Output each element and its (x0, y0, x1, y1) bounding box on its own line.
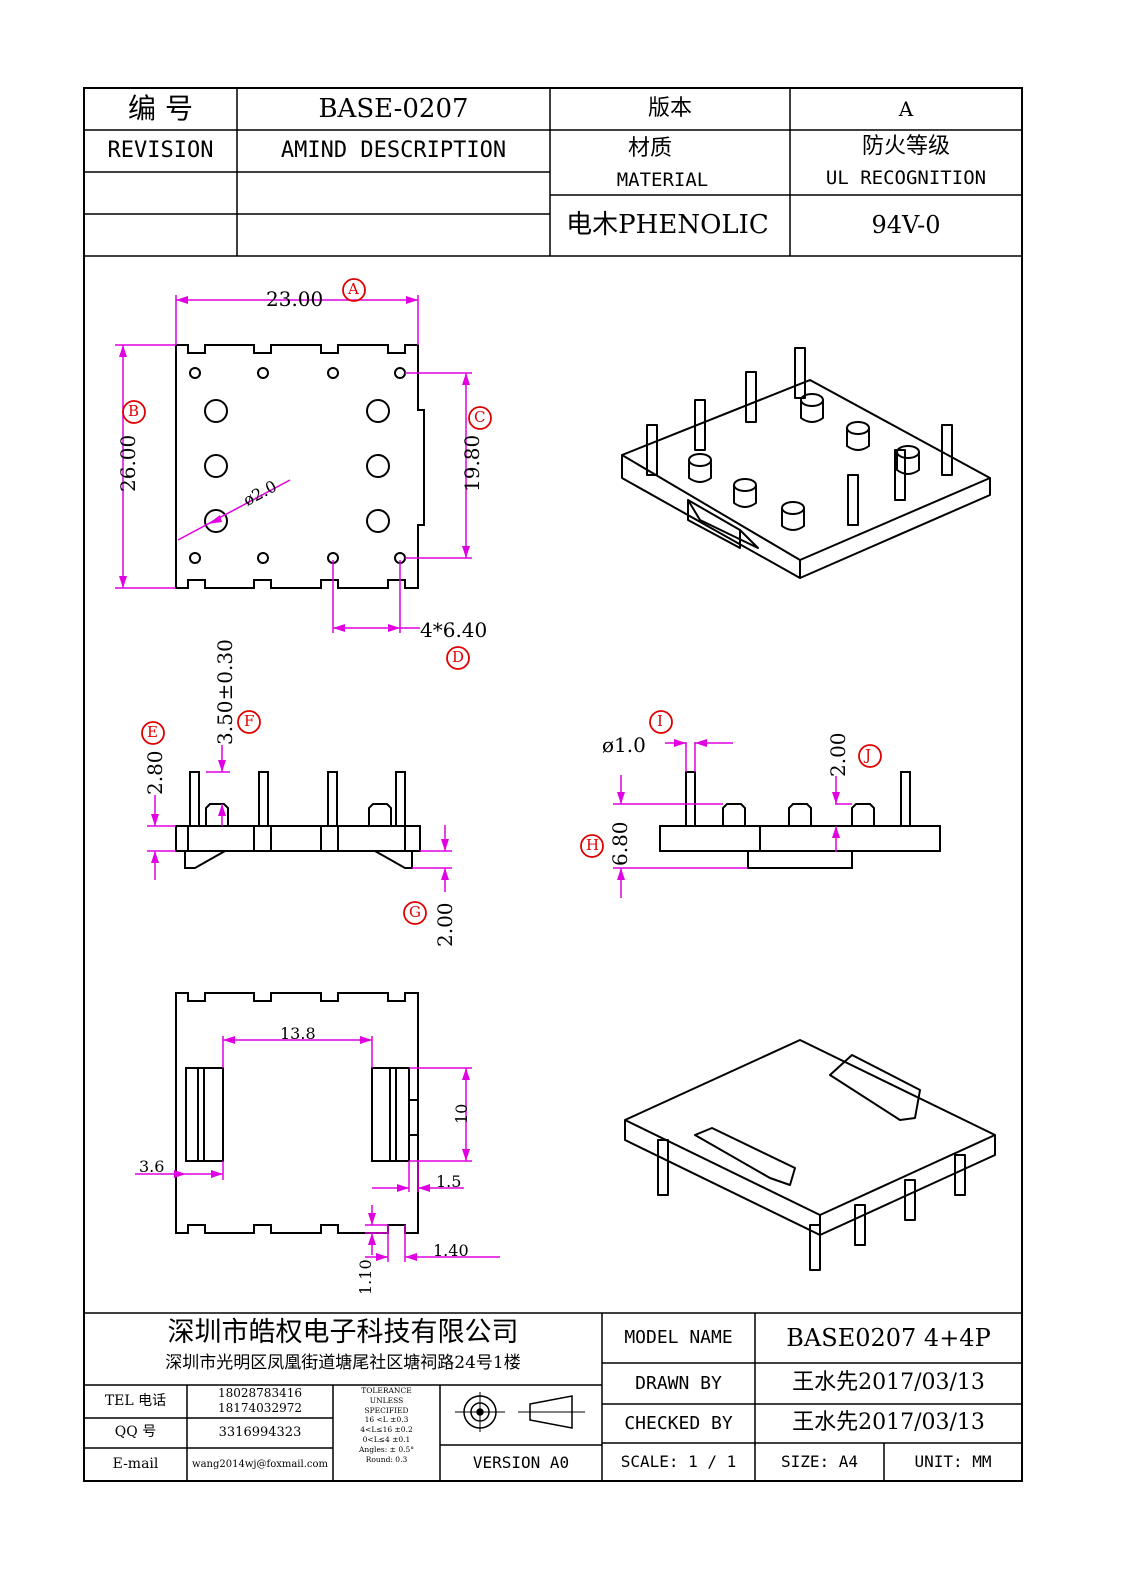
marker-i: I (657, 712, 663, 730)
bottom-view-arrows (174, 1036, 470, 1261)
checked-value: 王水先2017/03/13 (792, 1410, 985, 1436)
top-view-dimensions (115, 295, 472, 633)
marker-e: E (147, 723, 158, 741)
amind-description-label: AMIND DESCRIPTION (280, 137, 507, 163)
version-block: VERSION A0 (472, 1453, 570, 1473)
size-label: SIZE: A4 (780, 1452, 859, 1472)
number-label: 编 号 (128, 91, 193, 125)
tolerance-line-2: SPECIFIED (364, 1405, 409, 1415)
dim-bottom-notch-h: 1.10 (356, 1259, 375, 1295)
company-name: 深圳市皓权电子科技有限公司 (167, 1317, 519, 1349)
dim-bottom-left: 3.6 (139, 1157, 165, 1176)
projection-symbol (455, 1392, 585, 1432)
checked-label: CHECKED BY (624, 1412, 733, 1434)
ul-label-en: UL RECOGNITION (825, 166, 987, 189)
dim-bottom-slot: 1.5 (436, 1172, 462, 1191)
ul-label-cn: 防火等级 (861, 133, 950, 159)
dim-bottom-height: 10 (452, 1103, 471, 1124)
marker-c: C (474, 408, 486, 426)
email-label: E-mail (112, 1455, 159, 1472)
iso-view-top (621, 347, 991, 579)
material-value: 电木PHENOLIC (566, 210, 769, 241)
side-view-dimensions (613, 742, 852, 898)
tel-values: 18028783416 18174032972 (187, 1385, 333, 1419)
dim-d: 4*6.40 (420, 618, 488, 642)
dim-f: 3.50±0.30 (213, 639, 237, 745)
dim-b: 26.00 (116, 434, 140, 492)
front-view-arrows (151, 760, 449, 880)
dim-i: ø1.0 (602, 733, 646, 757)
iso-view-bottom (624, 1039, 996, 1271)
bottom-view (175, 992, 419, 1234)
top-view-arrows (119, 296, 470, 632)
tel-label: TEL 电话 (104, 1392, 167, 1409)
tolerance-line-6: Angles: ± 0.5° (359, 1444, 414, 1454)
version-value: A (898, 97, 914, 121)
model-label: MODEL NAME (624, 1327, 733, 1349)
marker-g: G (409, 903, 421, 921)
marker-b: B (128, 402, 140, 420)
version-label: 版本 (647, 95, 692, 121)
drawing-frame (83, 87, 1023, 1482)
tolerance-line-7: Round: 0.3 (365, 1454, 408, 1464)
tel-value-2: 18174032972 (218, 1401, 302, 1415)
dim-j: 2.00 (826, 732, 850, 777)
part-number: BASE-0207 (318, 93, 469, 124)
marker-j: J (865, 746, 872, 764)
tolerance-block: TOLERANCE UNLESS SPECIFIED 16 <L ±0.3 4<… (334, 1386, 439, 1464)
title-block-top (84, 88, 1022, 257)
marker-f: F (244, 712, 255, 730)
marker-a: A (348, 280, 359, 298)
material-label-cn: 材质 (627, 135, 672, 161)
ul-value: 94V-0 (871, 211, 941, 240)
bottom-view-dimensions (135, 1036, 500, 1262)
dim-bottom-notch-w: 1.40 (433, 1241, 469, 1260)
front-view-dimensions (147, 745, 452, 892)
qq-value: 3316994323 (218, 1424, 302, 1440)
front-view (175, 771, 421, 869)
dim-g: 2.00 (433, 902, 457, 947)
tolerance-title: TOLERANCE (361, 1386, 412, 1395)
tolerance-line-1: UNLESS (369, 1395, 404, 1405)
scale-label: SCALE: 1 / 1 (620, 1452, 737, 1472)
dim-a: 23.00 (266, 287, 324, 311)
revision-label: REVISION (107, 137, 214, 163)
material-label-en: MATERIAL (616, 168, 709, 191)
side-view (659, 771, 941, 869)
tolerance-line-5: 0<L≤4 ±0.1 (362, 1434, 411, 1444)
drawn-label: DRAWN BY (635, 1372, 722, 1394)
marker-h: H (586, 836, 600, 854)
dim-bottom-width: 13.8 (280, 1024, 316, 1043)
tel-value-1: 18028783416 (218, 1386, 302, 1400)
reference-markers (122, 278, 882, 925)
model-value: BASE0207 4+4P (786, 1323, 991, 1352)
tolerance-line-4: 4<L≤16 ±0.2 (360, 1425, 413, 1435)
qq-label: QQ 号 (114, 1424, 157, 1441)
side-view-arrows (617, 739, 840, 880)
title-block-bottom (84, 1312, 1022, 1481)
marker-d: D (452, 648, 465, 666)
company-address: 深圳市光明区凤凰街道塘尾社区塘祠路24号1楼 (165, 1352, 521, 1373)
dim-e: 2.80 (143, 750, 167, 795)
top-view (175, 344, 425, 589)
tolerance-line-3: 16 <L ±0.3 (364, 1415, 409, 1425)
dim-c: 19.80 (460, 434, 484, 492)
drawn-value: 王水先2017/03/13 (792, 1370, 985, 1396)
email-value: wang2014wj@foxmail.com (192, 1459, 328, 1470)
dim-h: 6.80 (608, 821, 632, 866)
unit-label: UNIT: MM (914, 1452, 992, 1472)
